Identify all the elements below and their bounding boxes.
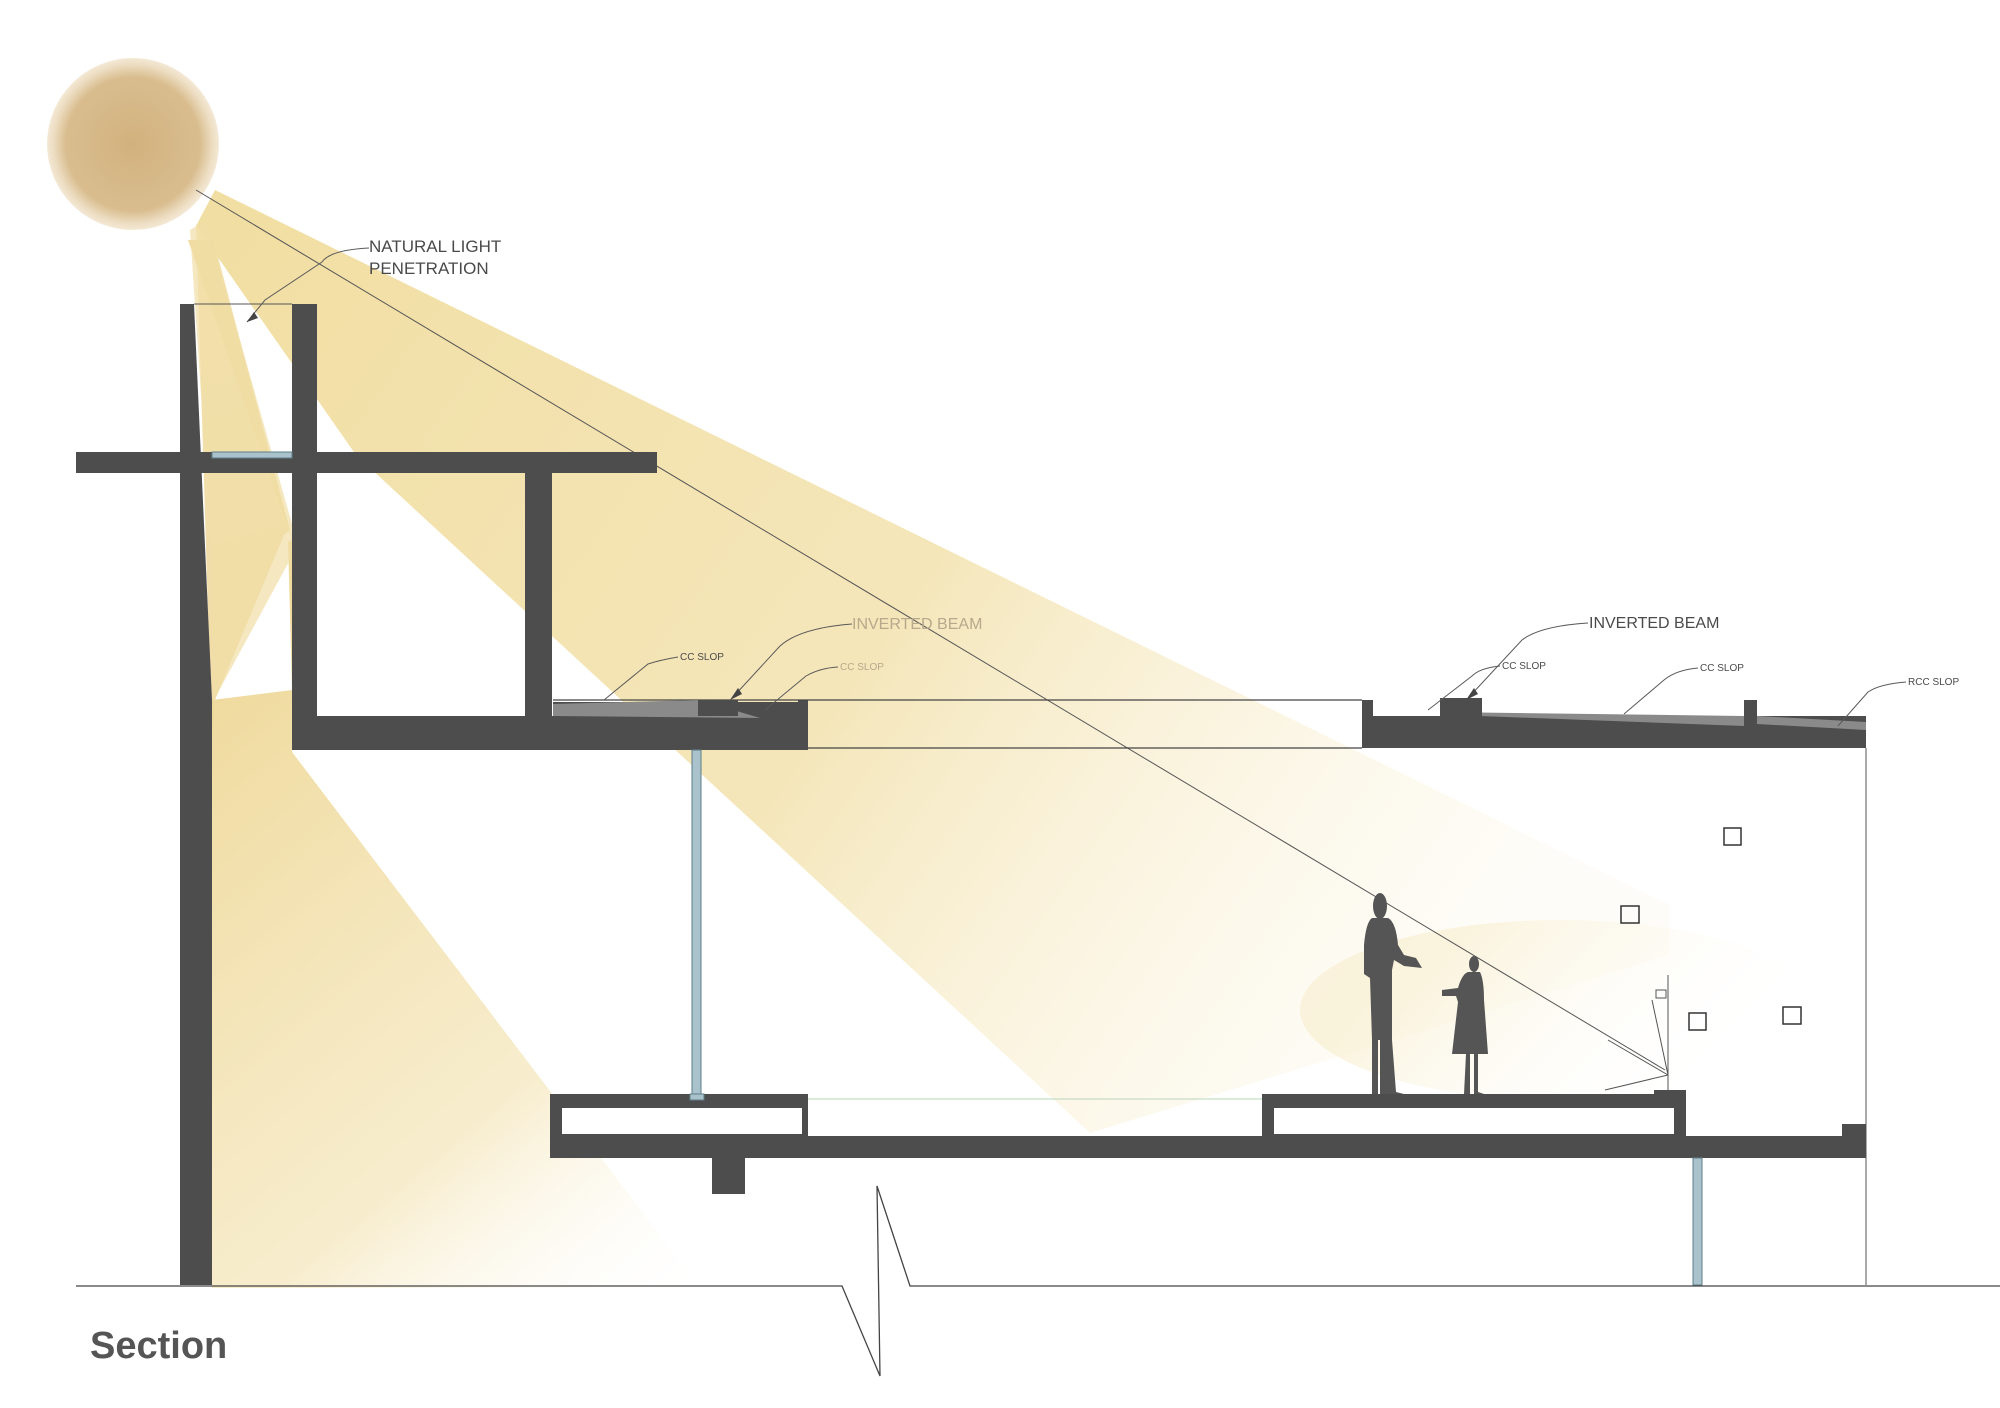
leader-natural-light	[246, 247, 370, 323]
reflect-ray-3	[1604, 1074, 1669, 1091]
leader-inverted-beam-left	[733, 623, 853, 697]
ground-floor-void-right	[1274, 1108, 1674, 1134]
ground-line	[76, 1185, 2000, 1377]
step-block	[1654, 1090, 1686, 1096]
label-cc-slop-4: CC SLOP	[1700, 663, 1744, 674]
light-beams	[188, 190, 1820, 1288]
inverted-beam-right	[1440, 698, 1482, 716]
leader-cc-slop-3	[1427, 665, 1501, 711]
leader-rcc-slop	[1837, 681, 1907, 727]
first-floor-slab-right	[1362, 700, 1866, 748]
glass-threshold	[689, 1093, 705, 1101]
upper-roof-slab	[76, 452, 657, 473]
ground-floor-void-left	[562, 1108, 802, 1134]
leader-cc-slop-1	[603, 656, 679, 701]
label-inverted-beam-left: INVERTED BEAM	[852, 616, 982, 633]
sun-icon	[47, 58, 219, 230]
label-rcc-slop: RCC SLOP	[1908, 677, 1959, 688]
building-structure	[76, 303, 2000, 1377]
leader-cc-slop-4	[1623, 667, 1699, 715]
parapet-left	[798, 700, 808, 726]
leader-lines	[246, 247, 1907, 727]
arrow-inverted-beam-left	[730, 688, 742, 700]
upper-room-wall	[525, 472, 552, 720]
glass-column-left	[691, 749, 702, 1096]
annotation-labels: NATURAL LIGHT PENETRATION INVERTED BEAM …	[369, 237, 1959, 688]
label-inverted-beam-right: INVERTED BEAM	[1589, 615, 1719, 632]
person-child-icon	[1442, 956, 1488, 1094]
arrow-natural-light	[247, 312, 258, 322]
foundation-beam	[712, 1158, 745, 1194]
arrow-inverted-beam-right	[1466, 688, 1478, 700]
rcc-slop	[1757, 716, 1866, 730]
light-well-wall	[292, 304, 317, 748]
inverted-beam-left	[698, 700, 738, 716]
light-beam-well	[188, 240, 700, 1288]
reflect-ray-2	[1651, 999, 1669, 1076]
label-cc-slop-1: CC SLOP	[680, 652, 724, 663]
wall-openings	[1604, 827, 1802, 1096]
sun-ray-line	[195, 189, 1666, 1071]
left-wall	[180, 304, 212, 1285]
fixture-head	[1655, 989, 1667, 999]
label-natural-light-1: NATURAL LIGHT	[369, 237, 501, 256]
people	[1364, 893, 1488, 1094]
opening-1	[1723, 827, 1742, 846]
drawing-title: Section	[90, 1325, 227, 1367]
clerestory-glass	[211, 451, 293, 459]
leader-cc-slop-2	[764, 666, 839, 711]
opening-4	[1782, 1006, 1802, 1025]
floor-glow	[1300, 920, 1820, 1100]
leader-inverted-beam-right	[1469, 622, 1589, 697]
person-adult-icon	[1364, 893, 1422, 1094]
glass-column-right	[1692, 1157, 1703, 1286]
label-natural-light-2: PENETRATION	[369, 259, 489, 278]
light-beam-main	[196, 190, 1670, 1133]
opening-2	[1620, 905, 1640, 924]
reflect-ray-1	[1607, 1039, 1669, 1076]
cc-slop-right-a	[1440, 712, 1744, 726]
opening-3	[1688, 1012, 1707, 1031]
label-cc-slop-3: CC SLOP	[1502, 661, 1546, 672]
label-cc-slop-2: CC SLOP	[840, 662, 884, 673]
